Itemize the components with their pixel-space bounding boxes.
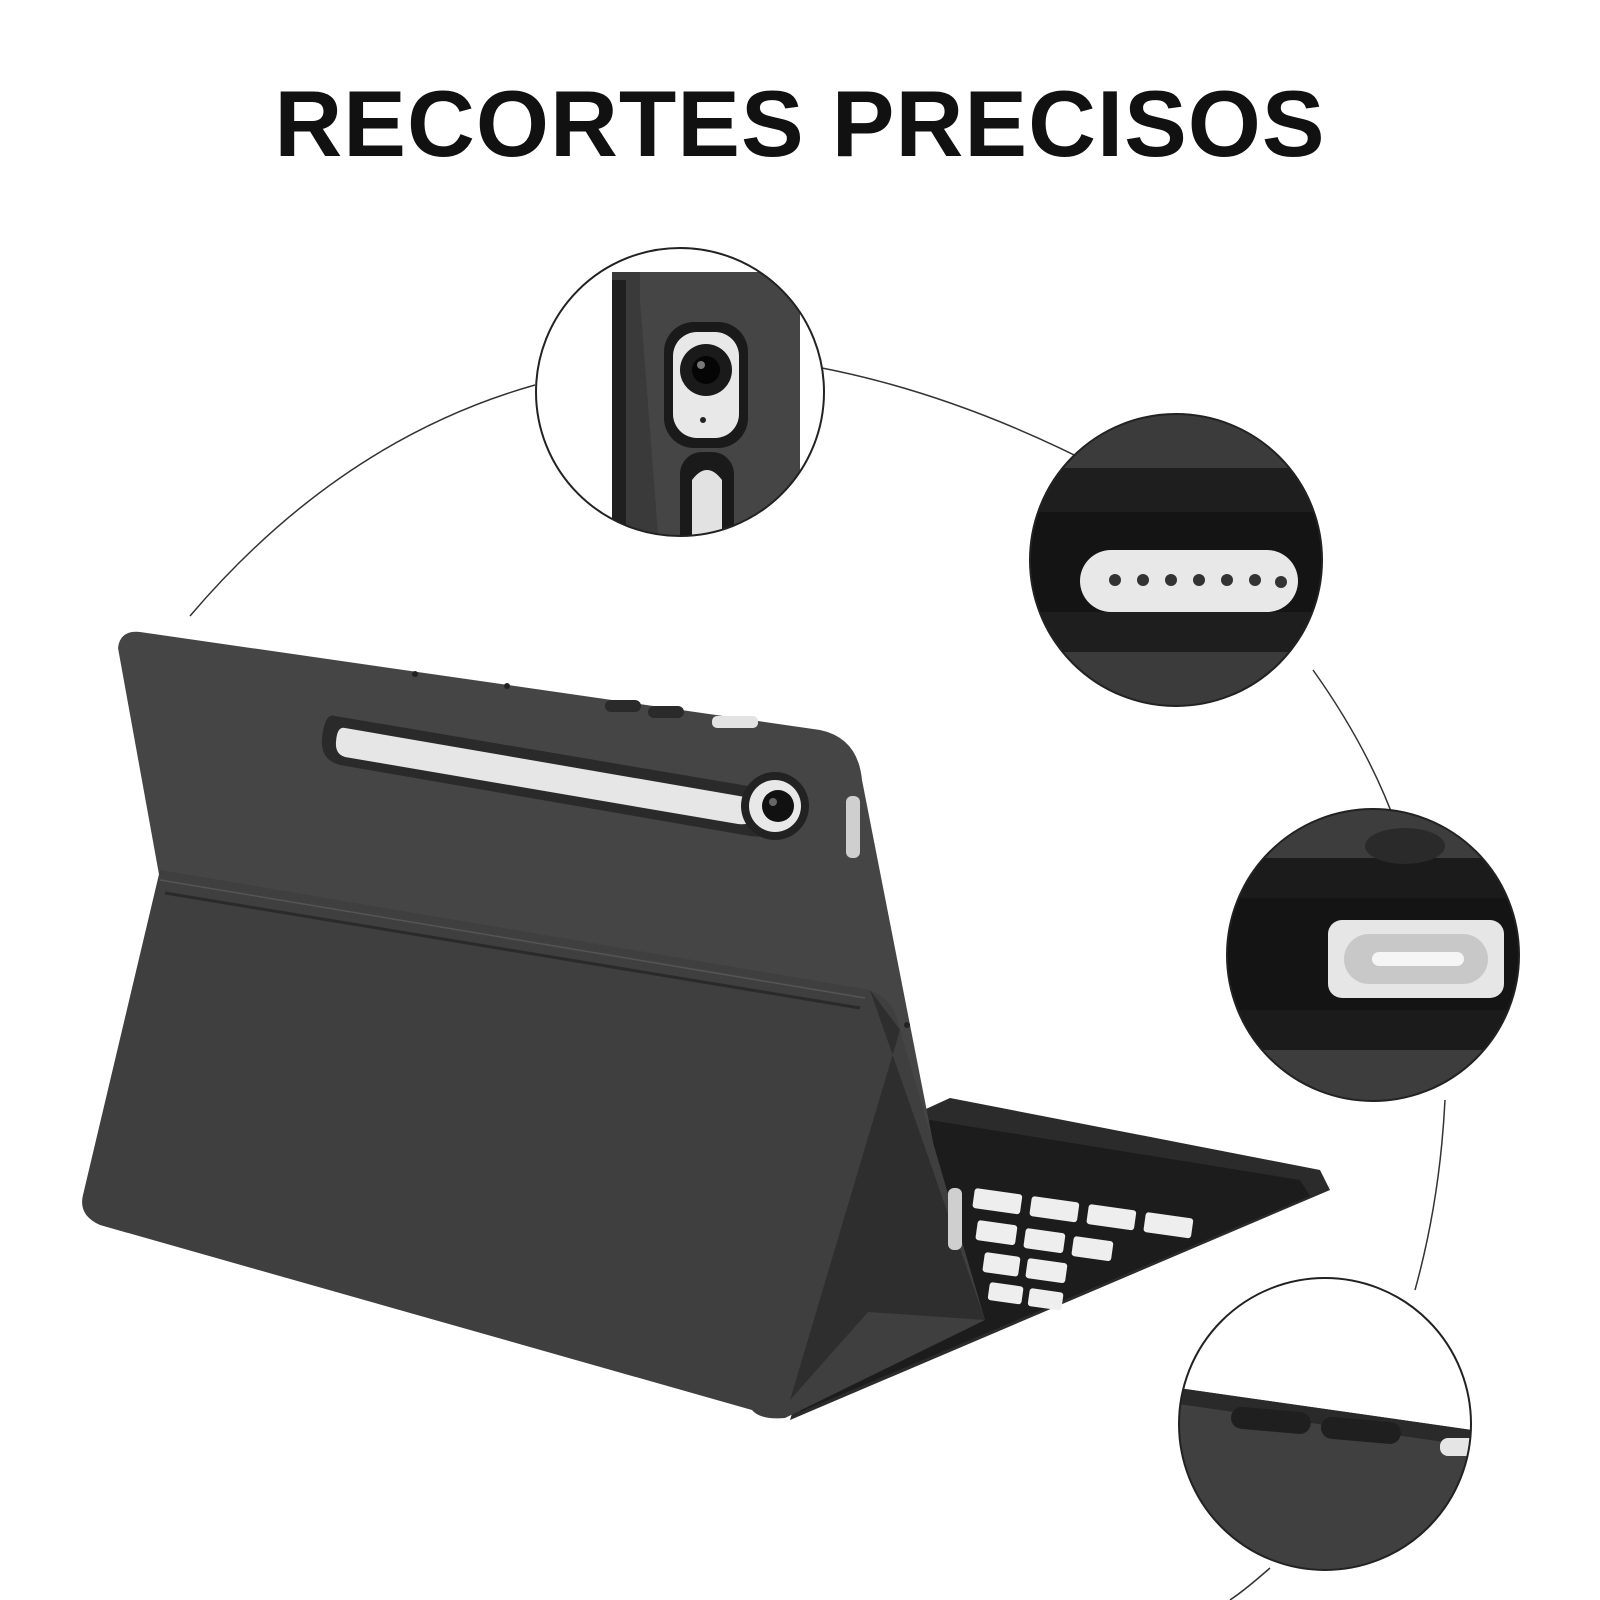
connector-line [821,367,1105,471]
camera-cutout-icon [741,772,809,840]
tablet-case [82,631,1330,1420]
folio-cover [82,870,985,1419]
connector-line [189,384,536,617]
pogo-pin-connector-icon [1109,574,1287,588]
connector-line [1312,669,1399,831]
connector-line [1229,1567,1271,1600]
keyboard-keys [972,1188,1194,1311]
speaker-grill [846,796,962,1250]
zoom-camera [535,247,825,537]
headline: RECORTES PRECISOS [274,71,1326,176]
pencil [335,727,757,825]
cover-fold [164,891,861,1010]
volume-buttons-icon [1230,1406,1311,1434]
usb-c-port-icon [1372,952,1464,966]
zoom-buttons [1178,1277,1472,1571]
zoom-usb [1226,808,1520,1102]
stand-panel [790,990,985,1400]
connector-line [1414,1099,1446,1291]
zoom-connector [1029,413,1323,707]
